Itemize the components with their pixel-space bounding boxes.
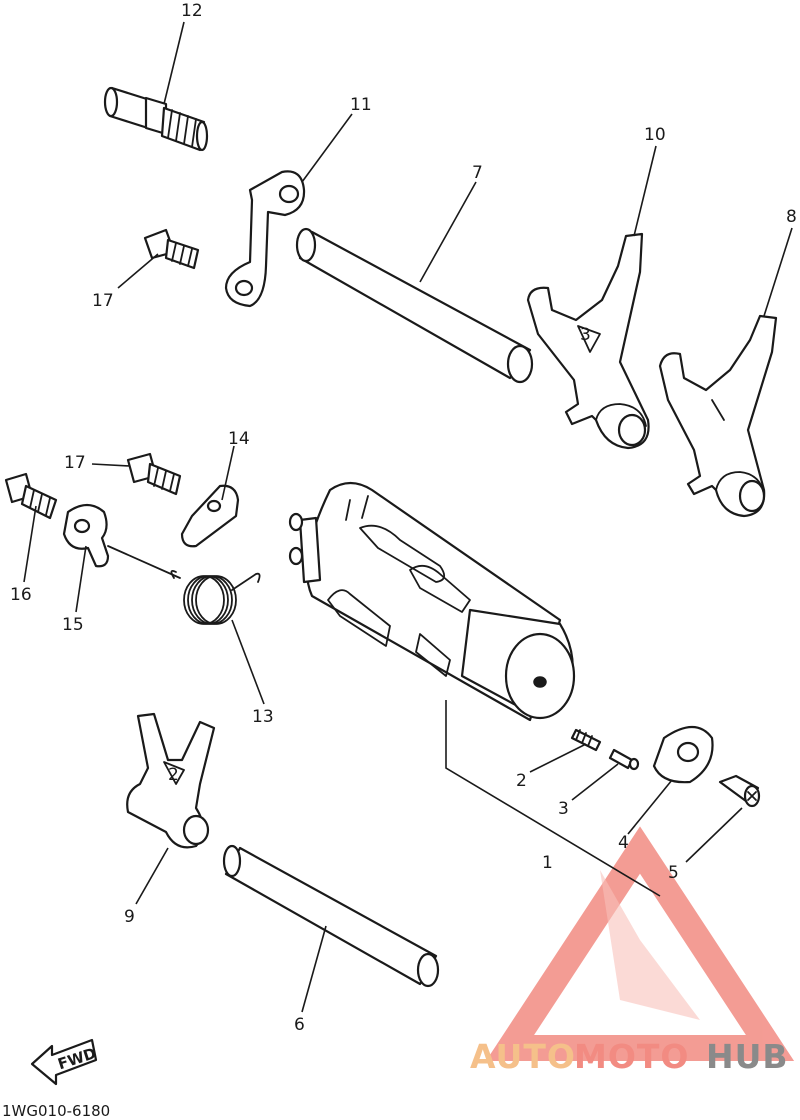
watermark-moto: MOTO [574,1037,689,1076]
watermark-logo [485,826,795,1061]
fwd-arrow-icon: FWD [30,1038,98,1086]
callout-13: 13 [252,707,274,727]
part-3-pin [608,748,640,771]
part-12-stud-bolt [103,86,209,152]
callout-17-top: 17 [92,291,114,311]
callout-7: 7 [472,163,483,183]
watermark-hub: HUB [706,1037,789,1076]
part-9-shift-fork-2: 2 [126,712,216,849]
svg-text:3: 3 [580,325,591,345]
part-13-spring [107,545,261,625]
part-5-screw [718,774,761,808]
part-1-shift-drum [288,481,576,722]
callout-9: 9 [124,907,135,927]
callout-labels: 12 11 17 7 10 8 14 17 16 15 13 2 3 1 4 5… [10,1,797,1035]
diagram-code: 1WG010-6180 [2,1102,110,1120]
part-7-shaft [295,227,534,384]
callout-17-mid: 17 [64,453,86,473]
svg-text:2: 2 [168,765,179,785]
callout-11: 11 [350,95,372,115]
callout-10: 10 [644,125,666,145]
callout-8: 8 [786,207,797,227]
callout-2: 2 [516,771,527,791]
part-17-bolt-mid [126,452,182,496]
watermark-inner-shape [600,870,700,1020]
callout-5: 5 [668,863,679,883]
fwd-label: FWD [55,1044,98,1073]
callout-14: 14 [228,429,250,449]
part-4-washer [652,725,714,784]
part-11-bracket [224,170,306,308]
callout-12: 12 [181,1,203,21]
part-15-collar [62,503,110,568]
callout-1: 1 [542,853,553,873]
watermark-triangle-icon [485,826,795,1061]
part-14-stopper-plate [180,484,240,548]
leader-lines [23,21,793,1013]
callout-6: 6 [294,1015,305,1035]
callout-3: 3 [558,799,569,819]
watermark-brand: AUTO MOTO HUB [470,1037,789,1076]
part-2-spring [570,728,602,752]
callout-15: 15 [62,615,84,635]
part-17-bolt-top [143,228,200,270]
part-8-shift-fork-1 [658,314,778,518]
callout-16: 16 [10,585,32,605]
part-16-bolt [4,472,58,520]
callout-4: 4 [618,833,629,853]
watermark-auto: AUTO [470,1037,576,1076]
part-6-shaft [222,844,440,988]
part-10-shift-fork-3: 3 [526,232,650,450]
